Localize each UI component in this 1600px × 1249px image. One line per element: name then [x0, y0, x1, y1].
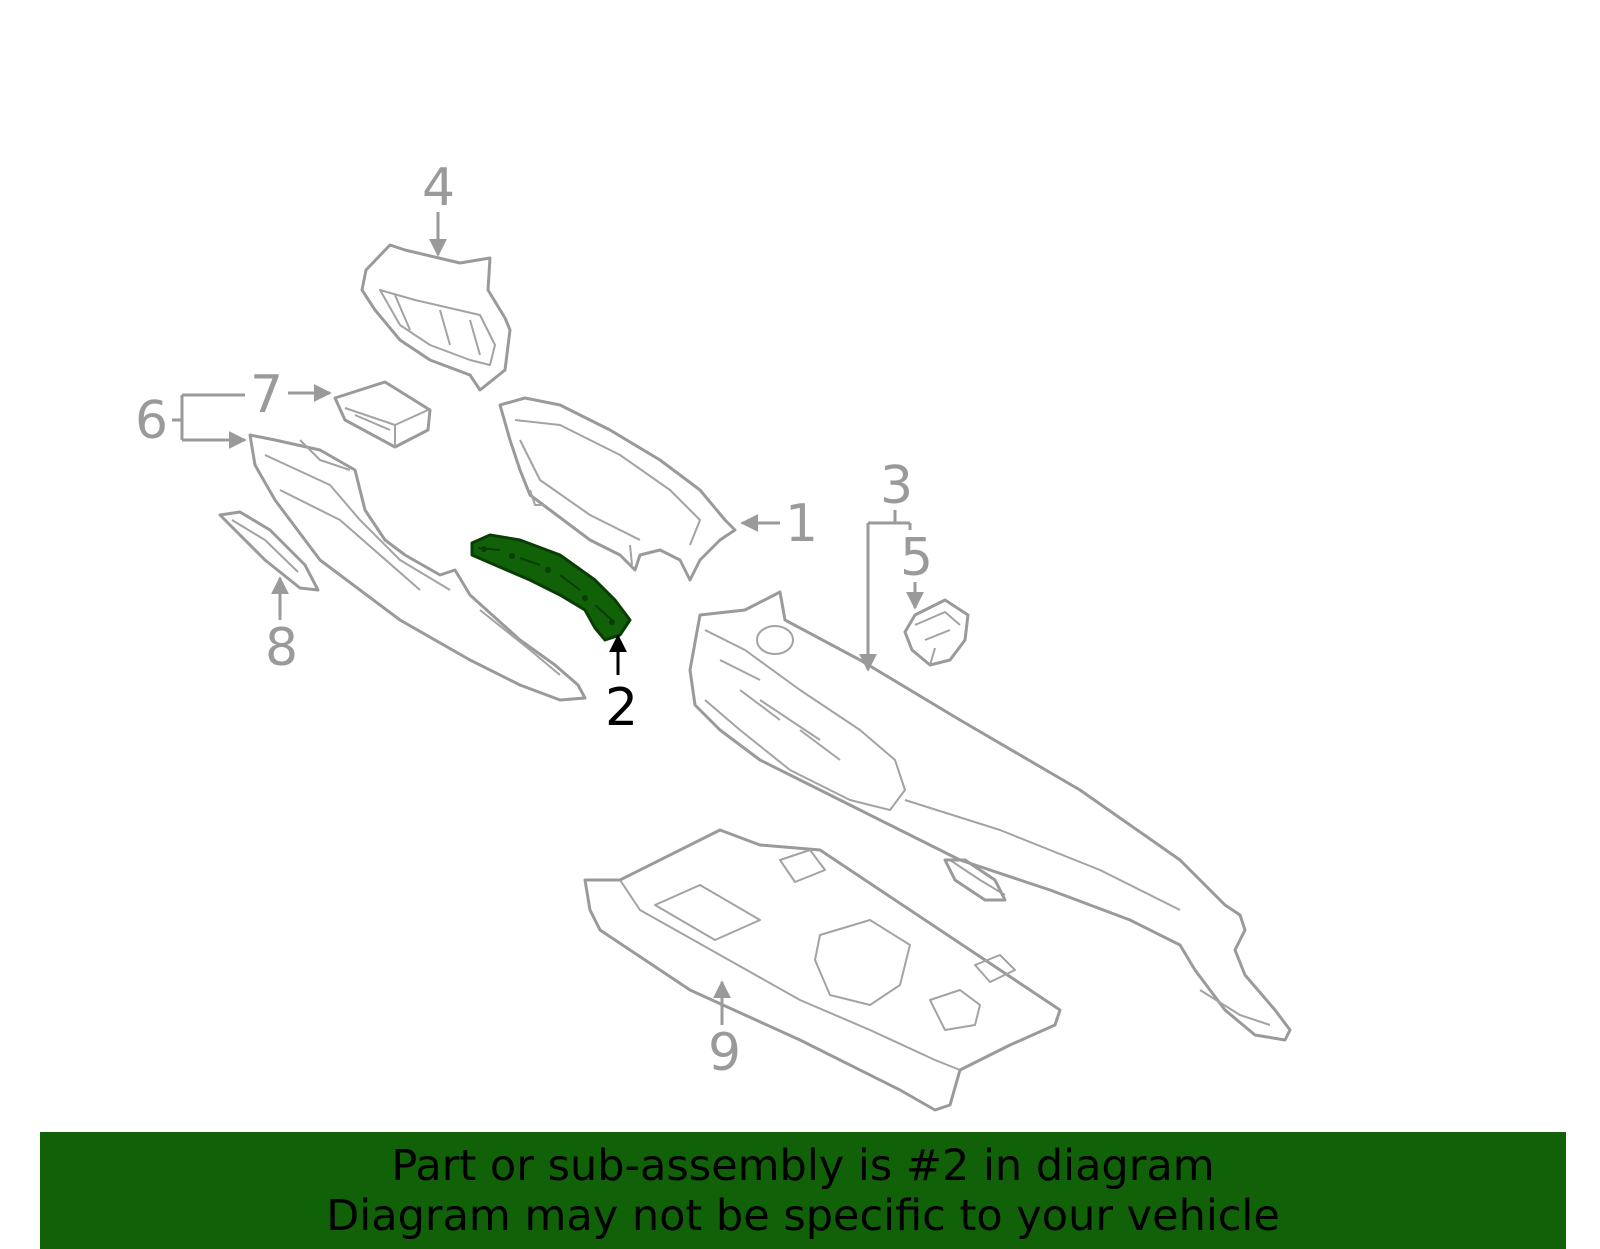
callout-3-label: 3	[880, 456, 913, 516]
callout-1: 1	[740, 494, 818, 554]
part-8-cover	[218, 510, 320, 592]
part-6-lower-trim	[248, 433, 587, 702]
callout-3: 3	[859, 456, 913, 672]
callout-4: 4	[422, 158, 455, 257]
callout-5: 5	[900, 528, 933, 610]
callout-4-label: 4	[422, 158, 455, 218]
callout-2: 2	[605, 634, 638, 738]
part-7-switch-panel	[333, 380, 432, 449]
part-1-cluster-hood	[498, 396, 737, 582]
callout-9-label: 9	[708, 1023, 741, 1083]
part-5-switch	[903, 598, 970, 667]
callout-9: 9	[708, 980, 741, 1083]
callout-1-label: 1	[785, 494, 818, 554]
banner-line-1: Part or sub-assembly is #2 in diagram	[391, 1140, 1215, 1191]
callout-2-label: 2	[605, 678, 638, 738]
callout-7-label: 7	[250, 365, 283, 425]
callout-6-label: 6	[135, 391, 168, 451]
part-3-center-console	[688, 590, 1292, 1042]
callout-8-label: 8	[265, 618, 298, 678]
part-9-lower-tray	[583, 828, 1062, 1112]
callout-5-label: 5	[900, 528, 933, 588]
info-banner: Part or sub-assembly is #2 in diagram Di…	[40, 1132, 1566, 1249]
callout-7: 7	[250, 365, 332, 425]
part-2-bracket-highlighted	[470, 533, 632, 642]
callout-6: 6	[135, 391, 247, 451]
callout-8: 8	[265, 576, 298, 678]
part-4-trim-bezel	[360, 243, 512, 392]
banner-line-2: Diagram may not be specific to your vehi…	[326, 1190, 1280, 1241]
